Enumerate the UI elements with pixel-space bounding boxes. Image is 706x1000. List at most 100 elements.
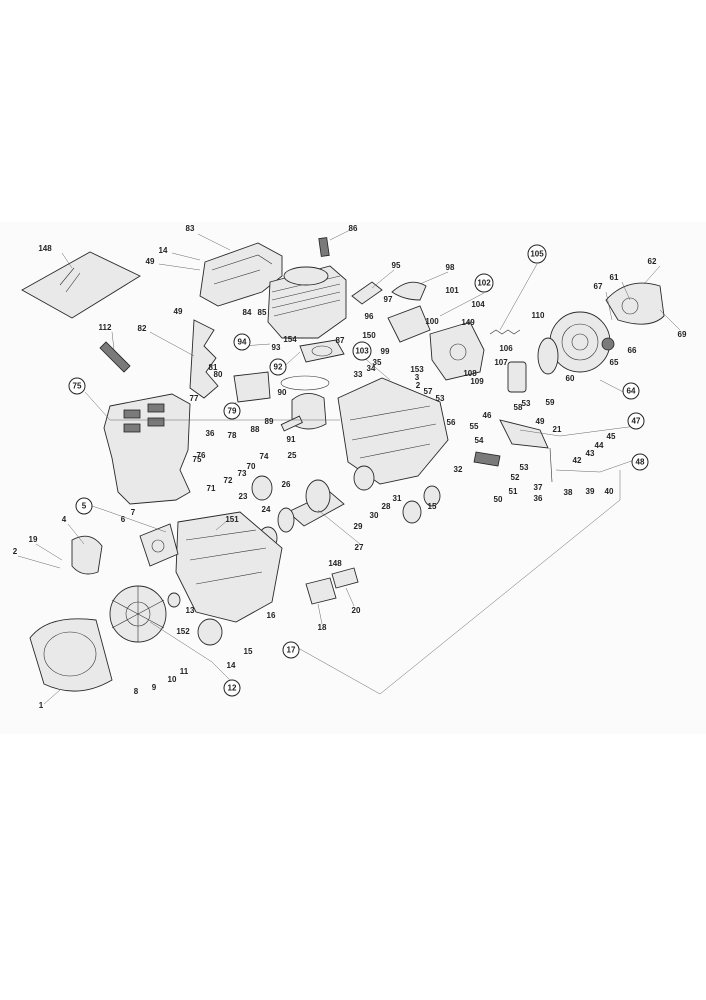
assembly-17: 17 — [282, 641, 300, 659]
assembly-ring — [68, 377, 86, 395]
callout-99: 99 — [381, 347, 390, 356]
callout-49: 49 — [536, 417, 545, 426]
callout-39: 39 — [586, 487, 595, 496]
assembly-ring — [223, 679, 241, 697]
assembly-number: 47 — [632, 417, 641, 426]
callout-52: 52 — [511, 473, 520, 482]
callout-93: 93 — [272, 343, 281, 352]
assembly-102: 102 — [474, 273, 494, 293]
callout-19: 19 — [29, 535, 38, 544]
callout-28: 28 — [382, 502, 391, 511]
spark-plug-95 — [351, 281, 383, 305]
callout-84: 84 — [243, 308, 252, 317]
spring-66 — [601, 337, 615, 351]
adjuster-52 — [473, 451, 501, 467]
callout-25: 25 — [288, 451, 297, 460]
assembly-ring — [474, 273, 494, 293]
callout-54: 54 — [475, 436, 484, 445]
callout-10: 10 — [168, 675, 177, 684]
assembly-12: 12 — [223, 679, 241, 697]
callout-55: 55 — [470, 422, 479, 431]
callout-90: 90 — [278, 388, 287, 397]
callout-60: 60 — [566, 374, 575, 383]
gasket-87 — [299, 339, 345, 363]
callout-98: 98 — [446, 263, 455, 272]
callout-18: 18 — [318, 623, 327, 632]
callout-2: 2 — [13, 547, 18, 556]
callout-9: 9 — [152, 683, 157, 692]
callout-49: 49 — [174, 307, 183, 316]
callout-14: 14 — [159, 246, 168, 255]
callout-13: 13 — [186, 606, 195, 615]
manual-sheet-148 — [21, 251, 141, 319]
assembly-ring — [352, 341, 372, 361]
assembly-64: 64 — [622, 382, 640, 400]
bearing-15a — [402, 500, 422, 524]
assembly-number: 12 — [228, 684, 237, 693]
callout-72: 72 — [224, 476, 233, 485]
callout-148: 148 — [38, 244, 52, 253]
cylinder — [267, 265, 347, 339]
assembly-ring — [75, 497, 93, 515]
spring-112 — [99, 341, 131, 373]
flywheel-fan-65 — [549, 311, 611, 373]
callout-59: 59 — [546, 398, 555, 407]
assembly-number: 17 — [287, 646, 296, 655]
callout-40: 40 — [605, 487, 614, 496]
bolt-86 — [318, 237, 330, 257]
callout-104: 104 — [471, 300, 485, 309]
callout-86: 86 — [349, 224, 358, 233]
callout-3: 3 — [415, 373, 420, 382]
assembly-ring — [282, 641, 300, 659]
assembly-number: 75 — [73, 382, 82, 391]
callout-69: 69 — [678, 330, 687, 339]
piston-ring — [280, 375, 330, 391]
callout-2: 2 — [416, 381, 421, 390]
assembly-number: 64 — [627, 387, 636, 396]
callout-95: 95 — [392, 261, 401, 270]
assembly-number: 105 — [530, 250, 544, 259]
callout-88: 88 — [251, 425, 260, 434]
callout-75: 75 — [193, 455, 202, 464]
callout-83: 83 — [186, 224, 195, 233]
callout-53: 53 — [522, 399, 531, 408]
starter-cover — [605, 282, 665, 325]
callout-11: 11 — [180, 667, 189, 676]
callout-15: 15 — [244, 647, 253, 656]
plate-81 — [233, 371, 271, 403]
callout-53: 53 — [520, 463, 529, 472]
callout-50: 50 — [494, 495, 503, 504]
callout-42: 42 — [573, 456, 582, 465]
deflector-82 — [189, 319, 219, 399]
callout-82: 82 — [138, 324, 147, 333]
leader-lines — [17, 229, 681, 705]
callout-80: 80 — [214, 370, 223, 379]
callout-4: 4 — [62, 515, 67, 524]
clutch-drum-15 — [197, 618, 223, 646]
assembly-75: 75 — [68, 377, 86, 395]
callout-66: 66 — [628, 346, 637, 355]
oil-pump — [499, 419, 549, 449]
callout-106: 106 — [499, 344, 513, 353]
callout-34: 34 — [367, 364, 376, 373]
brake-handle-75 — [103, 393, 191, 505]
callout-61: 61 — [610, 273, 619, 282]
callout-58: 58 — [514, 403, 523, 412]
carburetor — [429, 321, 485, 381]
callout-16: 16 — [267, 611, 276, 620]
switch-18 — [305, 577, 337, 605]
pump-shaft-37 — [549, 447, 553, 483]
assembly-number: 48 — [636, 458, 645, 467]
callout-15: 15 — [428, 502, 437, 511]
bearing-31 — [353, 465, 375, 491]
assembly-number: 92 — [274, 363, 283, 372]
callout-109: 109 — [470, 377, 484, 386]
callout-29: 29 — [354, 522, 363, 531]
callout-46: 46 — [483, 411, 492, 420]
callout-26: 26 — [282, 480, 291, 489]
assembly-number: 79 — [228, 407, 237, 416]
starter-housing-1 — [29, 618, 113, 692]
callout-21: 21 — [553, 425, 562, 434]
